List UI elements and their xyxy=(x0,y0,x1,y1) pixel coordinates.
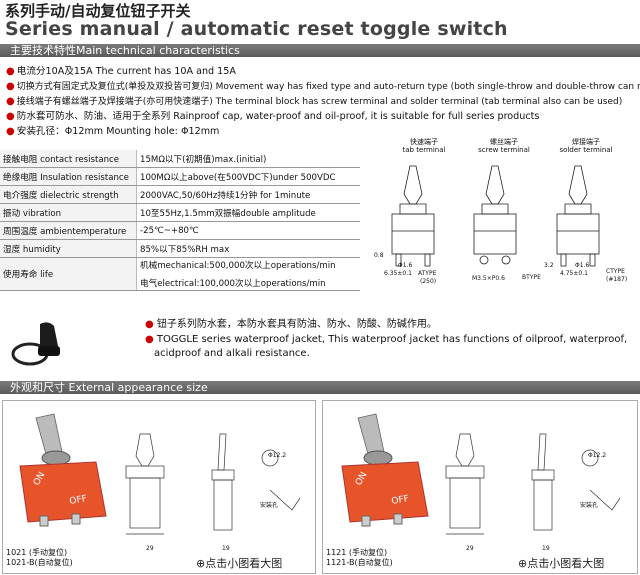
feature-item: ●安装孔径：Φ12mm Mounting hole: Φ12mm xyxy=(6,126,220,137)
feature-item: ●接线端子有螺丝端子及焊接端子(亦可用快速端子) The terminal bl… xyxy=(6,96,623,107)
dim-label: Φ1.6 xyxy=(575,262,590,269)
terminal-size: M3.5×P0.6 xyxy=(472,275,505,282)
table-row: 使用寿命 life 机械mechanical:500,000次以上operati… xyxy=(0,257,360,291)
svg-text:OFF: OFF xyxy=(69,494,88,507)
feature-item: ●防水套可防水、防油、适用于全系列 Rainproof cap, water-p… xyxy=(6,111,540,122)
page-title-en: Series manual / automatic reset toggle s… xyxy=(5,18,508,40)
dim-label: 4.75±0.1 xyxy=(560,270,588,277)
dim-label: 29 xyxy=(466,545,474,552)
waterproof-cap-image xyxy=(11,322,60,366)
product-photo-1121[interactable]: ON OFF xyxy=(332,404,442,534)
section-header-main: 主要技术特性Main technical characteristics xyxy=(0,44,640,57)
waterproof-desc-cn: ● 钮子系列防水套，本防水套具有防油、防水、防酸、防碱作用。 xyxy=(145,319,437,330)
waterproof-desc-en-2: acidproof and alkali resistance. xyxy=(154,348,310,359)
magnifier-icon: ⊕ xyxy=(196,557,206,570)
table-row: 周围温度 ambientemperature-25℃~+80℃ xyxy=(0,221,360,240)
bullet-icon: ● xyxy=(145,334,154,345)
bullet-icon: ● xyxy=(6,111,15,122)
product-photo-1021[interactable]: ON OFF xyxy=(10,404,120,534)
terminal-type: CTYPE xyxy=(606,268,625,275)
model-label: 1121-B(自动复位) xyxy=(326,558,393,567)
dim-label: 3.2 xyxy=(544,262,554,269)
dim-label: Φ12.2 xyxy=(588,452,607,459)
magnifier-icon: ⊕ xyxy=(518,557,528,570)
dim-label: 19 xyxy=(542,545,550,552)
product-drawing-1021 xyxy=(125,433,301,535)
zoom-link[interactable]: ⊕点击小图看大图 xyxy=(518,557,605,570)
product-card xyxy=(322,400,638,574)
terminal-type: BTYPE xyxy=(522,274,541,281)
bullet-icon: ● xyxy=(6,126,15,137)
terminal-drawings xyxy=(391,165,600,267)
dim-label: 6.35±0.1 xyxy=(384,270,412,277)
bullet-icon: ● xyxy=(6,96,15,107)
model-label: 1021-B(自动复位) xyxy=(6,558,73,567)
bullet-icon: ● xyxy=(145,319,154,330)
product-card xyxy=(2,400,316,574)
feature-item: ●切换方式有固定式及复位式(单投及双投皆可复归) Movement way ha… xyxy=(6,81,640,92)
model-label: 1021 (手动复位) xyxy=(6,548,68,557)
terminal-size: (250) xyxy=(420,278,437,285)
waterproof-desc-en: ● TOGGLE series waterproof jacket, This … xyxy=(145,334,628,345)
bullet-icon: ● xyxy=(6,66,15,77)
dim-label: 19 xyxy=(222,545,230,552)
svg-text:OFF: OFF xyxy=(391,494,410,507)
bullet-icon: ● xyxy=(6,81,15,92)
dim-label: 29 xyxy=(146,545,154,552)
dim-label: Φ1.6 xyxy=(398,262,413,269)
terminal-size: (#187) xyxy=(606,276,628,283)
section-header-external: 外观和尺寸 External appearance size xyxy=(0,381,640,394)
terminal-type: ATYPE xyxy=(418,270,437,277)
product-drawing-1121 xyxy=(445,433,621,535)
dim-label: Φ12.2 xyxy=(268,452,287,459)
dim-label: 0.8 xyxy=(374,252,384,259)
feature-item: ●电流分10A及15A The current has 10A and 15A xyxy=(6,66,236,77)
mount-hole-label: 安装孔 xyxy=(260,502,279,509)
page-title-cn: 系列手动/自动复位钮子开关 xyxy=(5,2,191,20)
zoom-link[interactable]: ⊕点击小图看大图 xyxy=(196,557,283,570)
mount-hole-label: 安装孔 xyxy=(580,502,599,509)
model-label: 1121 (手动复位) xyxy=(326,548,388,557)
